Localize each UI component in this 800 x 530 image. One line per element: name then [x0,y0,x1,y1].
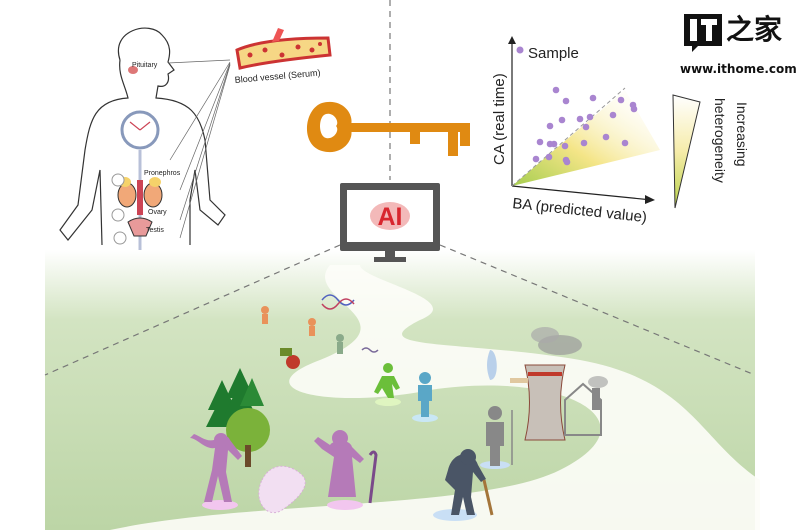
connector-lines [167,59,231,239]
legend-sample: Sample [528,45,579,62]
sample-point [582,123,590,131]
dna-icon [321,294,379,353]
heterogeneity-wedge [672,94,701,209]
sample-point [532,155,540,163]
ai-monitor-icon [340,183,440,262]
label-pronephros: Pronephros [144,170,181,177]
wedge-label-2: heterogeneity [712,98,728,183]
blood-vessel-icon [235,28,332,70]
x-axis-label: BA (predicted value) [512,195,648,226]
dashed-guides [44,0,756,376]
ithome-logo: 之家 [684,14,788,54]
sample-point [558,116,566,124]
trees [206,368,270,467]
organs [111,173,163,245]
sample-point [602,133,610,141]
sample-point [630,105,638,113]
sample-point [621,139,629,147]
sample-point [552,86,560,94]
label-pituitary: Pituitary [132,62,158,69]
y-axis-label: CA (real time) [491,73,508,165]
sample-point [586,113,594,121]
wedge-label-1: Increasing [734,102,750,167]
people [190,306,513,521]
sample-point [536,138,544,146]
sample-point [562,97,570,105]
sample-point [580,139,588,147]
label-testis: Testis [146,227,164,234]
sample-point [561,142,569,150]
scatter-plot [508,36,701,209]
sample-point [545,153,553,161]
factory-icon [487,327,608,441]
ai-text: AI [378,203,403,231]
watermark-url: www.ithome.com [680,62,797,76]
sample-point [609,111,617,119]
sample-point [550,140,558,148]
sample-point [576,115,584,123]
label-blood-vessel: Blood vessel (Serum) [234,68,321,85]
winding-path [110,265,760,530]
sample-point [546,122,554,130]
landscape [45,250,760,530]
label-ovary: Ovary [148,209,167,216]
sample-point [617,96,625,104]
key-icon [306,101,470,156]
sample-point [563,158,571,166]
sample-point [589,94,597,102]
legend-sample-marker [516,46,524,54]
sample-points [532,86,638,166]
